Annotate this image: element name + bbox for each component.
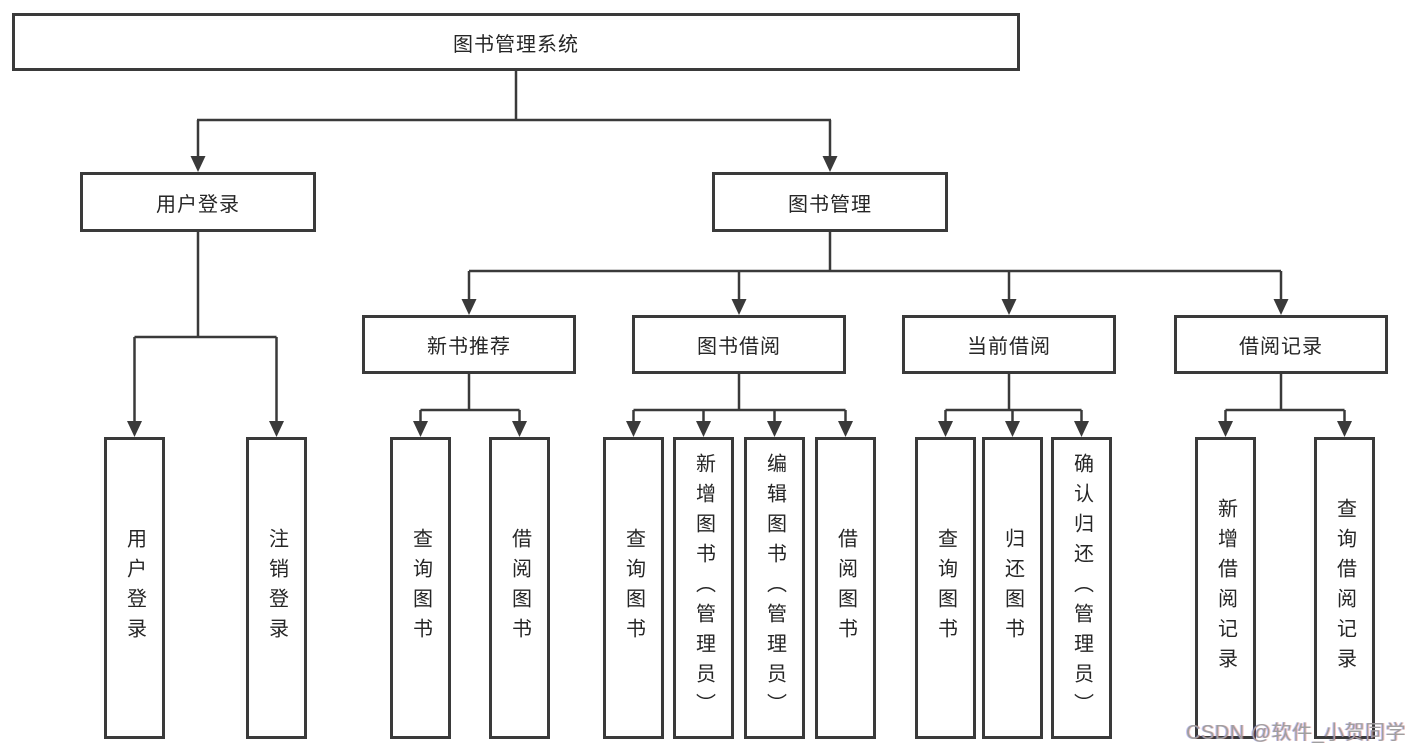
node-cb-return-books: 归还图书 — [982, 437, 1043, 739]
node-new-book-recommendation: 新书推荐 — [362, 315, 576, 374]
node-nbr-borrow-books: 借阅图书 — [489, 437, 550, 739]
node-cb-query-books: 查询图书 — [915, 437, 976, 739]
connector-book-management-children — [461, 232, 1289, 315]
node-label: 新增图书（管理员） — [692, 453, 715, 723]
node-nbr-query-books: 查询图书 — [390, 437, 451, 739]
node-label: 注销登录 — [265, 528, 288, 648]
node-current-borrowing: 当前借阅 — [902, 315, 1116, 374]
connector-book-borrowing-children — [626, 374, 853, 437]
connector-current-borrowing-children — [938, 374, 1089, 437]
node-bb-edit-books-admin: 编辑图书（管理员） — [744, 437, 805, 739]
node-br-query-record: 查询借阅记录 — [1314, 437, 1375, 739]
node-cb-confirm-return-admin: 确认归还（管理员） — [1051, 437, 1112, 739]
node-library-management-system: 图书管理系统 — [12, 13, 1020, 71]
node-label: 新增借阅记录 — [1214, 498, 1237, 678]
node-br-add-record: 新增借阅记录 — [1195, 437, 1256, 739]
connector-root-to-level2 — [190, 70, 838, 172]
node-book-borrowing: 图书借阅 — [632, 315, 846, 374]
node-label: 归还图书 — [1001, 528, 1024, 648]
csdn-watermark: CSDN @软件_小贺同学 — [1186, 722, 1405, 744]
connector-new-book-recommendation-children — [413, 374, 527, 437]
node-label: 确认归还（管理员） — [1070, 453, 1093, 723]
node-borrowing-records: 借阅记录 — [1174, 315, 1388, 374]
node-bb-add-books-admin: 新增图书（管理员） — [673, 437, 734, 739]
node-label: 用户登录 — [123, 528, 146, 648]
node-label: 借阅图书 — [834, 528, 857, 648]
node-book-management: 图书管理 — [712, 172, 948, 232]
node-label: 查询图书 — [622, 528, 645, 648]
connector-user-login-children — [127, 232, 284, 437]
node-bb-borrow-books: 借阅图书 — [815, 437, 876, 739]
node-logout: 注销登录 — [246, 437, 307, 739]
node-user-login: 用户登录 — [80, 172, 316, 232]
node-user-login-action: 用户登录 — [104, 437, 165, 739]
node-label: 查询图书 — [934, 528, 957, 648]
connector-borrowing-records-children — [1218, 374, 1352, 437]
node-bb-query-books: 查询图书 — [603, 437, 664, 739]
node-label: 编辑图书（管理员） — [763, 453, 786, 723]
node-label: 查询图书 — [409, 528, 432, 648]
node-label: 借阅图书 — [508, 528, 531, 648]
node-label: 查询借阅记录 — [1333, 498, 1356, 678]
